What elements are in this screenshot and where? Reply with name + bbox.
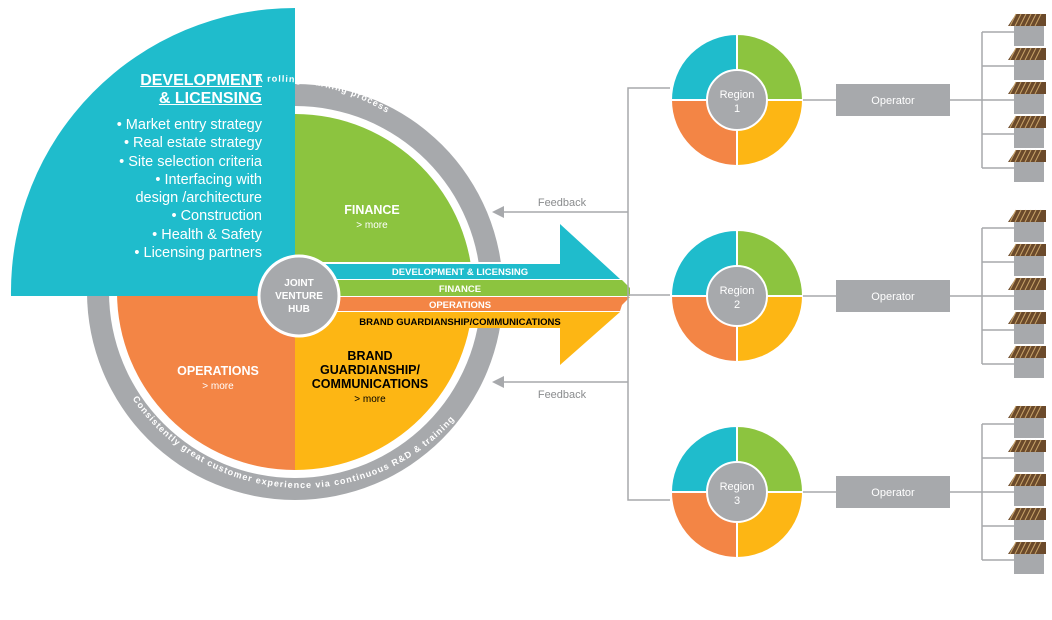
brand-more-link[interactable]: > more xyxy=(354,394,386,405)
region-number: 1 xyxy=(734,103,740,115)
brand-title-line2: GUARDIANSHIP/ xyxy=(320,363,421,377)
store-icon xyxy=(1008,541,1046,574)
region-center xyxy=(706,69,768,131)
feedback-label-bottom: Feedback xyxy=(538,389,587,401)
brand-title-line1: BRAND xyxy=(347,349,392,363)
operator-label: Operator xyxy=(871,95,915,107)
hub-label-line3: HUB xyxy=(288,304,310,315)
development-item: • Construction xyxy=(171,208,262,225)
store-icon xyxy=(1008,13,1046,46)
joint-venture-hub[interactable] xyxy=(257,254,341,338)
finance-quadrant[interactable] xyxy=(295,114,473,292)
arrow-label-operations: OPERATIONS xyxy=(429,300,491,311)
development-item: • Interfacing with xyxy=(155,171,262,188)
store-icon xyxy=(1008,115,1046,148)
store-icon xyxy=(1008,149,1046,182)
development-list: • Market entry strategy • Real estate st… xyxy=(12,116,262,262)
store-icon xyxy=(1008,277,1046,310)
arrow-label-brand: BRAND GUARDIANSHIP/COMMUNICATIONS xyxy=(359,317,560,328)
store-icon xyxy=(1008,345,1046,378)
operations-quadrant[interactable] xyxy=(117,292,295,470)
region-connectors xyxy=(627,87,670,501)
operations-more-link[interactable]: > more xyxy=(202,381,234,392)
development-item: • Site selection criteria xyxy=(119,153,262,170)
operator-label: Operator xyxy=(871,291,915,303)
store-icon xyxy=(1008,81,1046,114)
development-quadrant[interactable] xyxy=(10,7,295,296)
region-1[interactable]: Region 1 Operator xyxy=(669,13,1046,182)
arrow-label-development: DEVELOPMENT & LICENSING xyxy=(392,267,528,278)
region-number: 2 xyxy=(734,299,740,311)
region-label: Region xyxy=(720,89,755,101)
region-2[interactable]: Region 2 Operator xyxy=(669,209,1046,378)
store-icon xyxy=(1008,507,1046,540)
brand-title-line3: COMMUNICATIONS xyxy=(312,377,428,391)
store-icon xyxy=(1008,473,1046,506)
arrow-band-operations xyxy=(300,297,630,311)
store-icon xyxy=(1008,209,1046,242)
region-center xyxy=(706,265,768,327)
development-item: • Real estate strategy xyxy=(123,135,262,152)
development-panel[interactable]: DEVELOPMENT & LICENSING • Market entry s… xyxy=(12,72,262,262)
store-icon xyxy=(1008,47,1046,80)
brand-quadrant[interactable] xyxy=(295,292,473,470)
arrow-band-brand xyxy=(300,312,620,365)
region-3[interactable]: Region 3 Operator xyxy=(669,405,1046,574)
finance-title: FINANCE xyxy=(344,203,400,217)
flow-arrow: DEVELOPMENT & LICENSING FINANCE OPERATIO… xyxy=(300,222,632,366)
development-item: • Market entry strategy xyxy=(116,117,262,133)
feedback-label-top: Feedback xyxy=(538,197,587,209)
region-label: Region xyxy=(720,285,755,297)
finance-more-link[interactable]: > more xyxy=(356,220,388,231)
operator-box[interactable] xyxy=(836,84,950,116)
development-title-line1: DEVELOPMENT xyxy=(140,72,262,89)
development-item: design /architecture xyxy=(135,190,262,207)
arrow-band-development xyxy=(300,224,620,279)
region-number: 3 xyxy=(734,495,740,507)
arrow-band-finance xyxy=(300,280,630,296)
feedback-top: Feedback xyxy=(492,197,628,218)
region-center xyxy=(706,461,768,523)
store-icon xyxy=(1008,405,1046,438)
region-label: Region xyxy=(720,481,755,493)
regions: Region1OperatorRegion2OperatorRegion3Ope… xyxy=(669,13,1046,574)
operations-title: OPERATIONS xyxy=(177,364,259,378)
hub-label-line1: JOINT xyxy=(284,278,313,289)
hub-label-line2: VENTURE xyxy=(275,291,323,302)
arrow-label-finance: FINANCE xyxy=(439,284,481,295)
operator-box[interactable] xyxy=(836,280,950,312)
store-icon xyxy=(1008,311,1046,344)
operator-box[interactable] xyxy=(836,476,950,508)
store-icon xyxy=(1008,439,1046,472)
store-icon xyxy=(1008,243,1046,276)
development-item: • Health & Safety xyxy=(152,226,262,243)
operator-label: Operator xyxy=(871,487,915,499)
development-title-line2: & LICENSING xyxy=(158,90,262,107)
feedback-bottom: Feedback xyxy=(492,376,628,401)
development-item: • Licensing partners xyxy=(134,245,262,262)
